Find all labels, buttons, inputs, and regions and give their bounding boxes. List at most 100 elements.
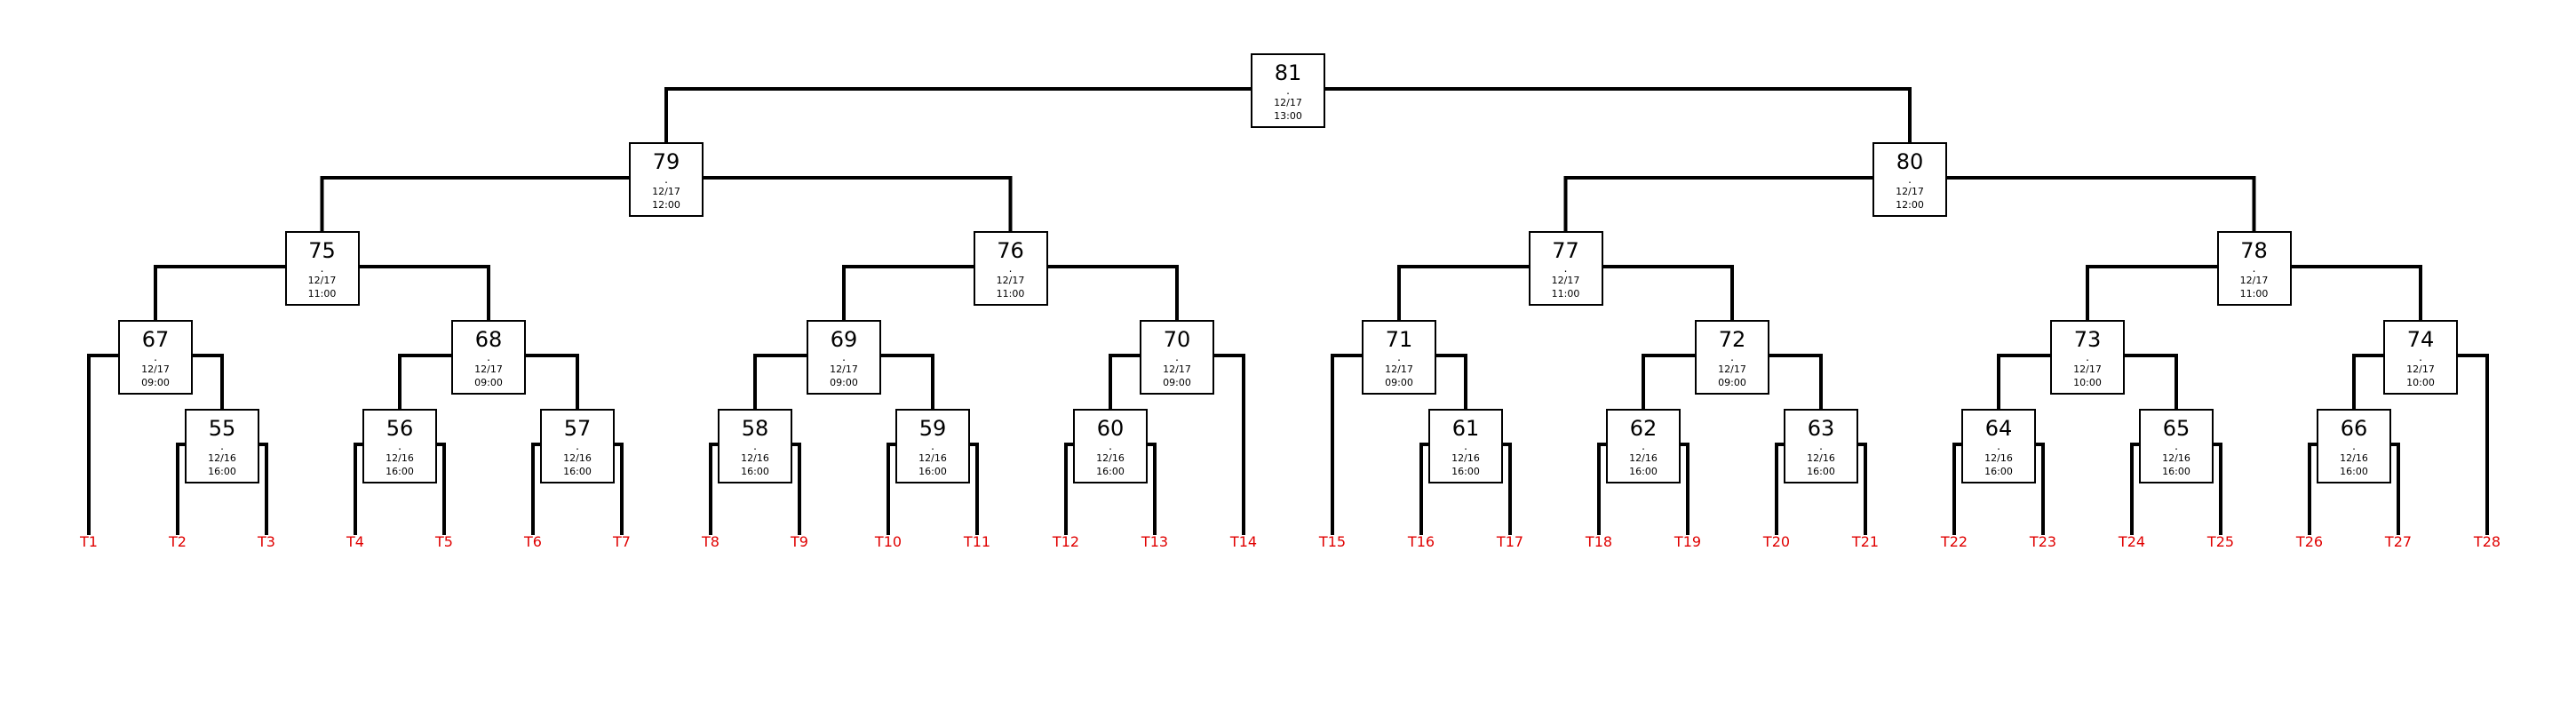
- match-time: 09:00: [474, 377, 503, 388]
- match-number: 70: [1163, 327, 1191, 352]
- match-time: 16:00: [1451, 466, 1480, 477]
- match-box: 70 . 12/17 09:00: [1140, 320, 1214, 395]
- match-time: 16:00: [1629, 466, 1658, 477]
- match-number: 74: [2406, 327, 2435, 352]
- team-label: T24: [2118, 533, 2146, 550]
- match-time: 16:00: [1984, 466, 2013, 477]
- match-time: 09:00: [1385, 377, 1413, 388]
- match-separator: .: [1397, 351, 1401, 363]
- team-label: T10: [874, 533, 902, 550]
- match-date: 12/16: [1984, 452, 2013, 464]
- match-date: 12/16: [386, 452, 414, 464]
- team-label: T5: [435, 533, 453, 550]
- match-time: 11:00: [1551, 288, 1580, 300]
- match-separator: .: [1286, 84, 1290, 97]
- match-time: 16:00: [741, 466, 769, 477]
- team-label: T15: [1318, 533, 1347, 550]
- match-number: 80: [1896, 149, 1924, 174]
- match-separator: .: [1997, 440, 2000, 452]
- match-separator: .: [2086, 351, 2089, 363]
- match-number: 63: [1807, 416, 1835, 441]
- match-number: 67: [141, 327, 170, 352]
- match-number: 79: [652, 149, 680, 174]
- match-date: 12/16: [563, 452, 592, 464]
- match-box: 80 . 12/17 12:00: [1872, 142, 1947, 217]
- match-time: 11:00: [307, 288, 337, 300]
- match-number: 78: [2240, 238, 2268, 263]
- match-box: 71 . 12/17 09:00: [1362, 320, 1436, 395]
- match-box: 64 . 12/16 16:00: [1961, 409, 2036, 483]
- match-date: 12/17: [1163, 363, 1191, 375]
- match-number: 58: [741, 416, 769, 441]
- match-box: 78 . 12/17 11:00: [2216, 231, 2292, 306]
- match-number: 72: [1718, 327, 1746, 352]
- match-number: 68: [474, 327, 503, 352]
- team-label: T13: [1141, 533, 1169, 550]
- team-label: T21: [1851, 533, 1880, 550]
- match-box: 75 . 12/17 11:00: [284, 231, 360, 306]
- match-number: 62: [1629, 416, 1658, 441]
- match-time: 11:00: [2239, 288, 2269, 300]
- match-time: 16:00: [1807, 466, 1835, 477]
- match-number: 60: [1096, 416, 1125, 441]
- team-label: T3: [258, 533, 275, 550]
- match-time: 09:00: [1718, 377, 1746, 388]
- match-date: 12/17: [141, 363, 170, 375]
- match-number: 55: [208, 416, 236, 441]
- match-date: 12/17: [307, 275, 337, 286]
- match-box: 79 . 12/17 12:00: [629, 142, 704, 217]
- match-separator: .: [1563, 262, 1568, 275]
- match-time: 10:00: [2406, 377, 2435, 388]
- match-box: 65 . 12/16 16:00: [2139, 409, 2214, 483]
- match-separator: .: [1730, 351, 1734, 363]
- team-label: T6: [524, 533, 542, 550]
- match-date: 12/17: [474, 363, 503, 375]
- match-box: 73 . 12/17 10:00: [2050, 320, 2125, 395]
- match-date: 12/17: [1385, 363, 1413, 375]
- match-date: 12/16: [918, 452, 947, 464]
- match-time: 16:00: [918, 466, 947, 477]
- match-separator: .: [1008, 262, 1013, 275]
- match-separator: .: [320, 262, 324, 275]
- match-box: 67 . 12/17 09:00: [118, 320, 193, 395]
- match-box: 72 . 12/17 09:00: [1695, 320, 1769, 395]
- match-number: 56: [386, 416, 414, 441]
- match-number: 61: [1451, 416, 1480, 441]
- match-box-final: 81 . 12/17 13:00: [1251, 53, 1325, 128]
- match-date: 12/16: [2162, 452, 2190, 464]
- match-time: 09:00: [830, 377, 858, 388]
- match-number: 81: [1274, 60, 1302, 85]
- match-number: 77: [1552, 238, 1579, 263]
- match-date: 12/16: [208, 452, 236, 464]
- match-date: 12/17: [652, 186, 680, 197]
- match-number: 65: [2162, 416, 2190, 441]
- team-label: T17: [1496, 533, 1524, 550]
- match-number: 57: [563, 416, 592, 441]
- team-label: T14: [1229, 533, 1258, 550]
- team-label: T26: [2295, 533, 2324, 550]
- match-date: 12/17: [1551, 275, 1580, 286]
- match-separator: .: [931, 440, 934, 452]
- team-label: T9: [791, 533, 808, 550]
- match-date: 12/16: [1096, 452, 1125, 464]
- match-time: 16:00: [2340, 466, 2368, 477]
- team-label: T2: [169, 533, 187, 550]
- team-label: T25: [2206, 533, 2235, 550]
- match-time: 12:00: [1896, 199, 1924, 211]
- match-box: 56 . 12/16 16:00: [362, 409, 437, 483]
- match-time: 13:00: [1274, 110, 1302, 122]
- match-box: 68 . 12/17 09:00: [451, 320, 526, 395]
- match-separator: .: [1175, 351, 1179, 363]
- team-label: T23: [2029, 533, 2057, 550]
- match-separator: .: [1908, 173, 1912, 186]
- match-time: 12:00: [652, 199, 680, 211]
- match-box: 58 . 12/16 16:00: [718, 409, 792, 483]
- match-date: 12/17: [1274, 97, 1302, 108]
- match-time: 16:00: [208, 466, 236, 477]
- match-box: 60 . 12/16 16:00: [1073, 409, 1148, 483]
- match-separator: .: [1109, 440, 1112, 452]
- match-number: 76: [997, 238, 1024, 263]
- match-separator: .: [2352, 440, 2356, 452]
- match-box: 61 . 12/16 16:00: [1428, 409, 1503, 483]
- match-box: 63 . 12/16 16:00: [1784, 409, 1858, 483]
